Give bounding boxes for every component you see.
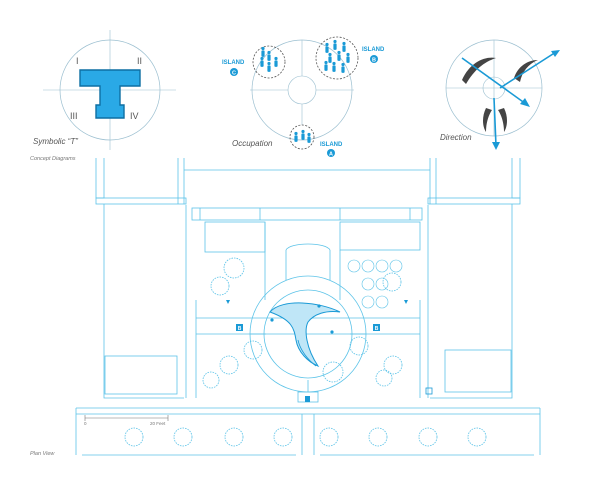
island-a-label: ISLAND [320, 142, 343, 148]
island-a [289, 124, 315, 150]
floor-plan [75, 158, 541, 456]
direction-caption: Direction [440, 133, 472, 142]
scale-end: 20 Feet [150, 421, 166, 426]
scale-bar: 0 20 Feet [84, 415, 169, 426]
quadrant-label-2: II [137, 56, 142, 66]
occupation-caption: Occupation [232, 139, 273, 148]
island-c [252, 45, 286, 79]
island-b-letter: B [372, 57, 376, 63]
quadrant-label-4: IV [130, 111, 139, 121]
seating-grid [347, 259, 403, 309]
quadrant-label-1: I [76, 56, 79, 66]
direction-diagram [445, 39, 560, 150]
island-c-label: ISLAND [222, 60, 245, 66]
island-c-letter: C [232, 70, 236, 76]
scale-start: 0 [84, 421, 87, 426]
plan-trees [124, 257, 487, 447]
symbolic-t-caption: Symbolic “T” [33, 137, 78, 146]
symbolic-t-diagram: I II III IV [43, 30, 176, 150]
island-b [315, 36, 359, 80]
concept-diagrams-caption: Concept Diagrams [30, 156, 76, 162]
quadrant-label-3: III [70, 111, 78, 121]
t-shape-icon [79, 69, 141, 119]
plan-view-caption: Plan View [30, 451, 55, 457]
corridor-marker-right: B [375, 326, 379, 332]
central-sculpture [269, 302, 341, 368]
island-b-label: ISLAND [362, 47, 385, 53]
corridor-marker-left: B [238, 326, 242, 332]
island-a-letter: A [329, 151, 333, 157]
occupation-diagram: ISLAND C ISLAND B ISLAND A [222, 36, 385, 157]
